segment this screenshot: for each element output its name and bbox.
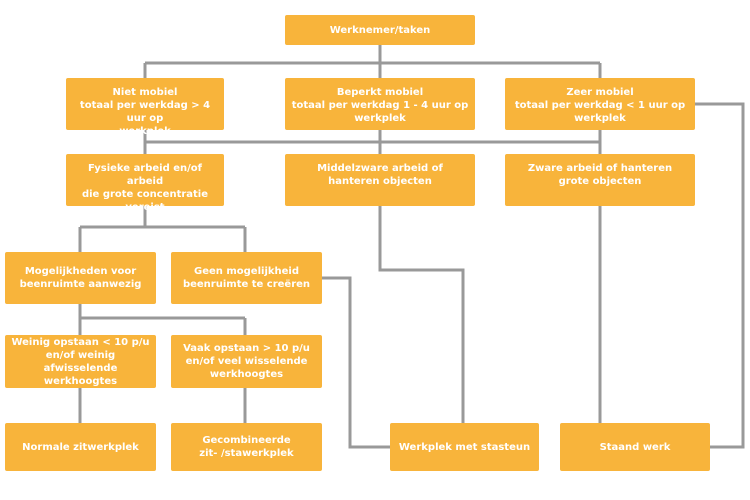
node-staand-werk: Staand werk [560,423,710,471]
node-geen-beenruimte: Geen mogelijkheid beenruimte te creëren [171,252,322,304]
node-zware-arbeid: Zware arbeid of hanteren grote objecten [505,154,695,206]
node-fysieke-arbeid: Fysieke arbeid en/of arbeid die grote co… [66,154,224,213]
node-niet-mobiel: Niet mobiel totaal per werkdag > 4 uur o… [66,78,224,137]
connector-geen-beenruimte-stasteun [322,276,390,449]
node-werkplek-met-stasteun: Werkplek met stasteun [390,423,539,471]
node-beenruimte-aanwezig: Mogelijkheden voor beenruimte aanwezig [5,252,156,304]
node-gecombineerde-werkplek: Gecombineerde zit- /stawerkplek [171,423,322,471]
connector-fysieke-split [78,206,247,252]
connector-root-bus [143,45,602,78]
connector-level1-bus [143,130,602,154]
connector-beenruimte-split [78,304,247,335]
node-beperkt-mobiel: Beperkt mobiel totaal per werkdag 1 - 4 … [285,78,475,130]
connector-zeer-mobiel-staand-werk [695,102,745,449]
node-vaak-opstaan: Vaak opstaan > 10 p/u en/of veel wissele… [171,335,322,388]
node-normale-zitwerkplek: Normale zitwerkplek [5,423,156,471]
connector-middelzware-stasteun [378,206,465,423]
node-middelzware-arbeid: Middelzware arbeid of hanteren objecten [285,154,475,206]
node-werknemer-taken: Werknemer/taken [285,15,475,45]
node-zeer-mobiel: Zeer mobiel totaal per werkdag < 1 uur o… [505,78,695,130]
node-weinig-opstaan: Weinig opstaan < 10 p/u en/of weinig afw… [5,335,156,388]
